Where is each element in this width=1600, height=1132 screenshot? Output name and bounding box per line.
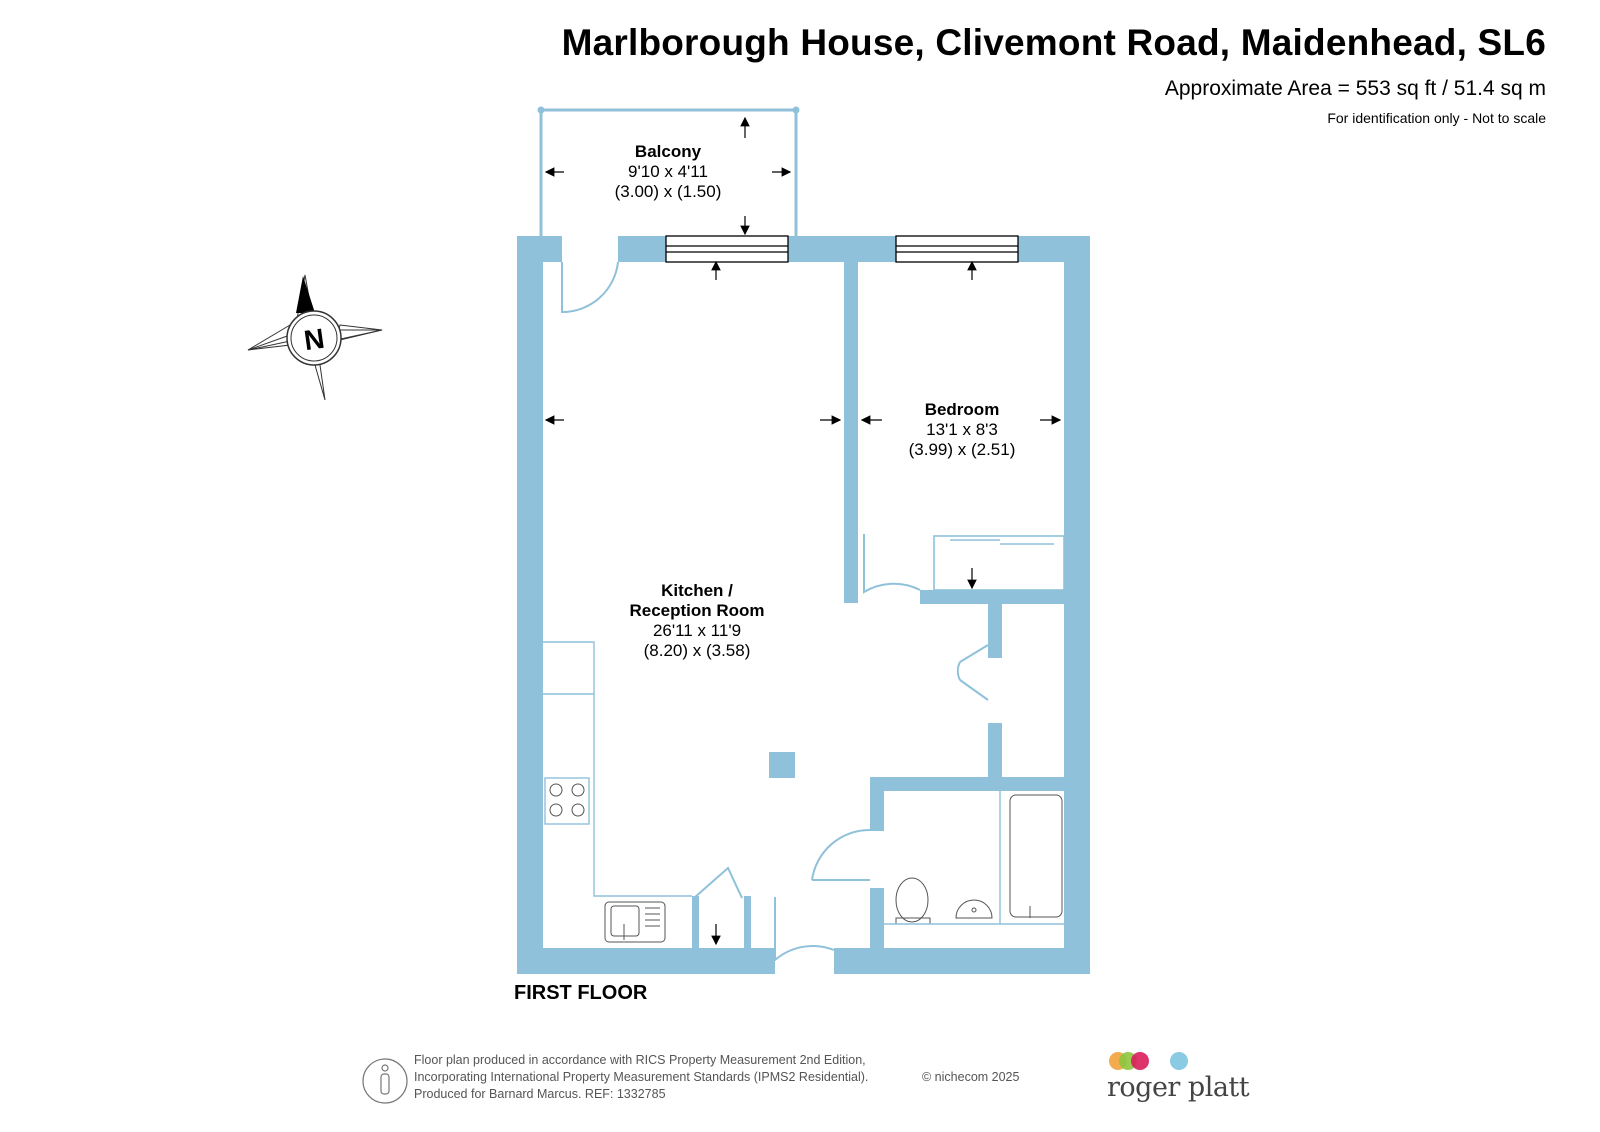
person-icon <box>362 1058 408 1104</box>
footer-line-1: Floor plan produced in accordance with R… <box>414 1053 866 1067</box>
sink-icon <box>604 901 666 943</box>
balcony-imperial: 9'10 x 4'11 <box>628 162 708 181</box>
copyright: © nichecom 2025 <box>922 1070 1020 1084</box>
compass-north-label: N <box>302 323 326 357</box>
washbasin-icon <box>955 899 993 919</box>
brand-logo: roger platt <box>1107 1050 1250 1110</box>
kitchen-name-line2: Reception Room <box>629 601 764 620</box>
balcony-metric: (3.00) x (1.50) <box>615 182 722 201</box>
logo-dots-icon <box>1109 1052 1188 1070</box>
floor-label: FIRST FLOOR <box>514 982 648 1004</box>
footer-line-3: Produced for Barnard Marcus. REF: 133278… <box>414 1087 666 1101</box>
walls <box>517 236 1090 974</box>
doors <box>561 261 989 963</box>
balcony-name: Balcony <box>635 142 702 161</box>
windows <box>665 235 1019 263</box>
bedroom-label: Bedroom 13'1 x 8'3 (3.99) x (2.51) <box>909 400 1016 459</box>
bathroom-floor-line <box>884 791 1064 925</box>
kitchen-name-line1: Kitchen / <box>661 581 733 600</box>
footer-text: Floor plan produced in accordance with R… <box>414 1052 868 1103</box>
logo-text: roger platt <box>1107 1072 1250 1103</box>
compass-icon: N <box>247 274 383 401</box>
kitchen-label: Kitchen / Reception Room 26'11 x 11'9 (8… <box>629 581 764 660</box>
kitchen-counter <box>543 641 692 897</box>
page-title: Marlborough House, Clivemont Road, Maide… <box>561 22 1546 63</box>
dimension-arrows <box>544 116 1062 946</box>
kitchen-metric: (8.20) x (3.58) <box>644 641 751 660</box>
balcony-outline <box>537 106 800 236</box>
scale-note: For identification only - Not to scale <box>1327 110 1546 126</box>
toilet-icon <box>895 877 931 925</box>
hob-icon <box>549 783 585 817</box>
bathtub-icon <box>1009 794 1063 918</box>
approximate-area: Approximate Area = 553 sq ft / 51.4 sq m <box>1164 77 1546 100</box>
kitchen-imperial: 26'11 x 11'9 <box>653 621 741 640</box>
balcony-label: Balcony 9'10 x 4'11 (3.00) x (1.50) <box>615 142 722 201</box>
wardrobe <box>933 535 1065 591</box>
bedroom-metric: (3.99) x (2.51) <box>909 440 1016 459</box>
footer-line-2: Incorporating International Property Mea… <box>414 1070 869 1084</box>
bedroom-name: Bedroom <box>925 400 1000 419</box>
bedroom-imperial: 13'1 x 8'3 <box>926 420 998 439</box>
